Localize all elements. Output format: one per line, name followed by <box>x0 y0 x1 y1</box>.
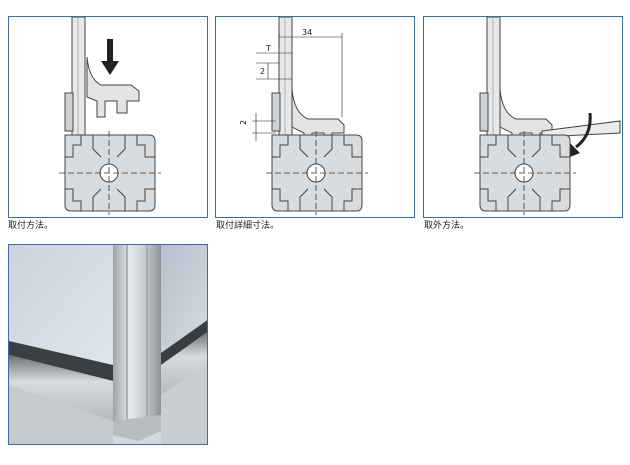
detail-diagram: 34 T 2 2 <box>239 17 368 215</box>
aluminum-profile <box>266 131 368 215</box>
remove-diagram <box>474 17 621 215</box>
curved-arrow-icon <box>568 112 592 157</box>
caption-remove: 取外方法。 <box>424 221 470 231</box>
dim-offset-top: 2 <box>260 67 265 76</box>
photo-panel <box>8 244 208 445</box>
dim-width: 34 <box>302 28 312 37</box>
aluminum-profile <box>59 131 161 215</box>
dim-offset-side: 2 <box>239 120 248 125</box>
aluminum-profile <box>474 131 576 215</box>
dim-thickness: T <box>265 44 271 53</box>
panel-detail: 34 T 2 2 <box>215 16 415 218</box>
caption-install: 取付方法。 <box>8 221 54 231</box>
panel-remove <box>423 16 623 218</box>
panel-install <box>8 16 208 218</box>
install-diagram <box>59 17 161 215</box>
frame-corner-photo <box>9 245 207 444</box>
caption-detail: 取付詳細寸法。 <box>216 221 280 231</box>
down-arrow-icon <box>101 39 119 75</box>
